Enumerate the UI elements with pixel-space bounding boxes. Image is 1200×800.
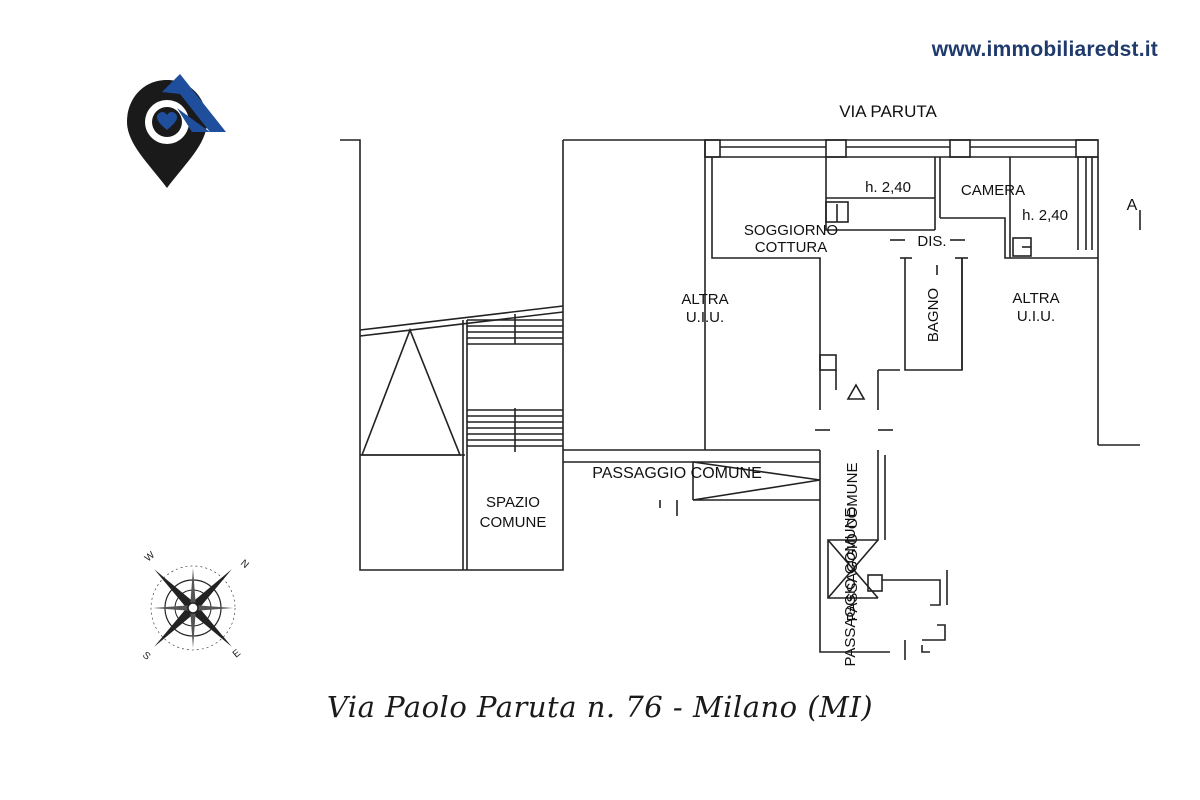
stair-ramp — [360, 327, 462, 456]
section-cut-label: A — [1127, 197, 1138, 214]
bathroom-label: BAGNO — [925, 288, 942, 342]
compass-north-label: N — [238, 558, 251, 571]
address-caption: Via Paolo Paruta n. 76 - Milano (MI) — [326, 690, 874, 724]
other-unit-right-line1: ALTRA — [1012, 290, 1059, 307]
common-passage-horizontal-label: PASSAGGIO COMUNE — [592, 465, 762, 482]
common-passage-vertical-label-2: PASSAGGIO COMUNE — [842, 508, 859, 667]
hallway-label: DIS. — [917, 233, 946, 250]
street-label: VIA PARUTA — [839, 102, 937, 121]
other-unit-right-line2: U.I.U. — [1017, 308, 1055, 325]
website-url[interactable]: www.immobiliaredst.it — [931, 38, 1158, 61]
common-space-line1: SPAZIO — [486, 494, 540, 511]
left-building-wall — [340, 139, 564, 571]
compass-east-label: E — [231, 647, 243, 660]
other-unit-left-line1: ALTRA — [681, 291, 728, 308]
bedroom-height-label: h. 2,40 — [1022, 207, 1068, 224]
common-space-line2: COMUNE — [480, 514, 547, 531]
other-unit-left-line2: U.I.U. — [686, 309, 724, 326]
compass-south-label: S — [140, 650, 152, 663]
living-height-label: h. 2,40 — [865, 179, 911, 196]
bedroom-label: CAMERA — [961, 182, 1025, 199]
compass-rose-icon: W N S E — [140, 549, 251, 663]
location-pin-house-heart-icon — [127, 74, 226, 188]
stairs-upper — [467, 314, 563, 345]
living-room-label: SOGGIORNO — [744, 222, 838, 239]
compass-west-label: W — [143, 549, 158, 564]
common-passage-vertical-label-1: PASSAGGIO COMUNE — [844, 463, 861, 622]
kitchen-label: COTTURA — [755, 239, 828, 256]
stairs-lower — [467, 408, 563, 452]
